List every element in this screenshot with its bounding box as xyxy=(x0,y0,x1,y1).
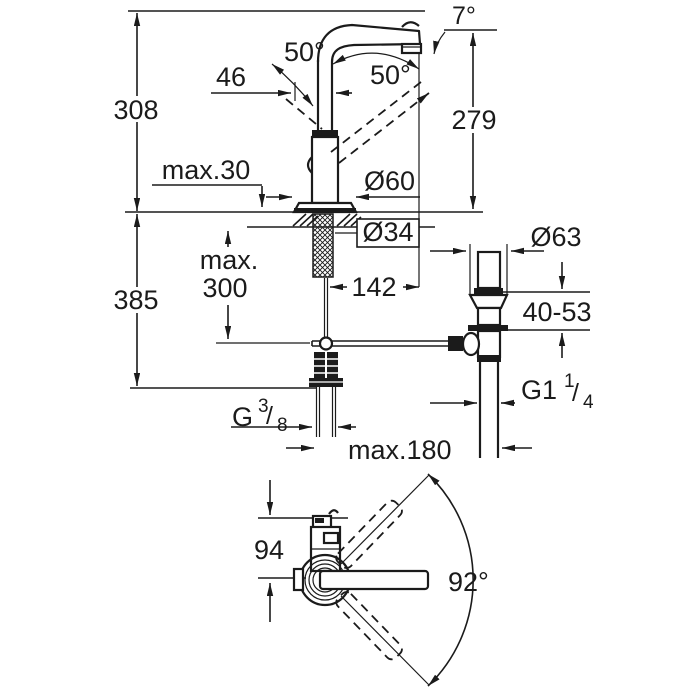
lever-angle-right-label: 50° xyxy=(370,60,411,90)
spout-stub-detail xyxy=(328,509,339,515)
deck-thickness-label: max.30 xyxy=(162,155,251,185)
front-view: 308 385 max.30 max. 300 xyxy=(108,2,594,465)
aerator xyxy=(400,42,423,55)
lever-angle-left-label: 50° xyxy=(284,37,325,67)
top-view: 94 92° xyxy=(254,473,489,687)
threaded-shank xyxy=(312,213,334,278)
body-cap xyxy=(312,130,338,137)
dimension-deck-thickness: max.30 xyxy=(152,155,266,207)
supply-hose-connectors xyxy=(309,352,343,437)
dimension-drain-thread: G1 1 / 4 xyxy=(430,371,594,413)
angle-arc-right xyxy=(332,52,420,70)
dim-text-mask xyxy=(347,275,403,299)
dim-text-mask xyxy=(449,107,501,133)
dimension-spout-reach: 142 xyxy=(330,272,419,302)
drain-thread-slash: / xyxy=(572,379,579,407)
supply-thread-numerator: 3 xyxy=(258,396,269,417)
depth-to-handle-label: 94 xyxy=(254,535,284,565)
below-deck-depth-label: 385 xyxy=(113,285,158,315)
lever-annotations: 50° 50° 46 xyxy=(211,37,430,164)
spout xyxy=(316,23,422,63)
drain-ball-housing xyxy=(461,331,481,357)
drain-thread-denominator: 4 xyxy=(583,392,594,413)
swivel-angle-label: 92° xyxy=(448,567,489,597)
swivel-arc xyxy=(427,473,474,687)
supply-thread-denominator: 8 xyxy=(277,415,288,436)
dimension-hose-drain-distance: max.180 xyxy=(286,435,532,465)
dimension-drain-flange: Ø63 xyxy=(430,222,582,294)
pull-rod-vertical xyxy=(323,278,329,338)
neck xyxy=(316,60,334,130)
dimension-depth-to-handle: 94 xyxy=(254,480,348,622)
lever-tilted-left xyxy=(285,98,323,130)
spout-tip-cap xyxy=(401,21,420,28)
handle-lever xyxy=(318,569,430,591)
rod-coupling-block xyxy=(448,336,463,351)
drain-stem xyxy=(476,250,502,290)
spout-height-label: 279 xyxy=(451,105,496,135)
dimension-rod-length: max. 300 xyxy=(200,231,310,344)
rod-ball-joint xyxy=(318,336,334,351)
drain-flange-label: Ø63 xyxy=(530,222,581,252)
dimension-supply-thread: G 3 / 8 xyxy=(231,396,356,436)
hose-drain-distance-label: max.180 xyxy=(348,435,452,465)
handle-position-lower xyxy=(335,591,403,661)
total-height-label: 308 xyxy=(113,95,158,125)
handle-hub-tab xyxy=(292,567,305,592)
drain-deck-range-label: 40-53 xyxy=(522,297,591,327)
dimension-total-height: 308 xyxy=(108,10,425,211)
supply-hoses xyxy=(315,387,337,437)
angle-arc-left xyxy=(271,63,314,107)
supply-thread-label: G xyxy=(232,402,253,432)
body-diameter-label: Ø60 xyxy=(364,166,415,196)
lever-tilted-right xyxy=(330,81,422,153)
faucet-plan xyxy=(292,499,430,661)
drain-flange xyxy=(468,293,509,310)
lever-tilted-right-2 xyxy=(338,92,430,164)
body xyxy=(310,135,340,205)
spout-reach-label: 142 xyxy=(351,272,396,302)
drain-tailpipe xyxy=(478,362,500,458)
drain-assembly xyxy=(448,250,509,458)
counter-deck xyxy=(125,211,483,228)
body-side-detail xyxy=(306,156,313,174)
dimension-spout-height: 279 xyxy=(449,33,501,209)
dimension-below-deck-depth: 385 xyxy=(108,214,316,389)
hole-diameter-label: Ø34 xyxy=(362,217,413,247)
faucet-front xyxy=(292,21,423,287)
rod-length-label-2: 300 xyxy=(202,273,247,303)
lever-travel-label: 46 xyxy=(216,62,246,92)
dimension-swivel-angle: 92° xyxy=(340,473,489,687)
under-deck-assembly xyxy=(309,213,449,437)
handle-position-upper xyxy=(335,499,403,569)
supply-thread-slash: / xyxy=(266,402,273,430)
dimension-hole-diameter: Ø34 xyxy=(335,217,420,248)
dimension-body-diameter: Ø60 xyxy=(266,166,420,201)
rod-length-label-1: max. xyxy=(200,245,259,275)
drain-thread-numerator: 1 xyxy=(564,371,575,392)
drain-thread-label: G1 xyxy=(521,375,557,405)
dim-text-mask xyxy=(108,287,164,313)
hole-diameter-box xyxy=(356,218,420,248)
dimension-drain-deck-range: 40-53 xyxy=(503,262,592,358)
drain-washer xyxy=(468,325,508,331)
pop-up-rod-horizontal xyxy=(311,340,449,347)
spout-angle-label: 7° xyxy=(452,2,476,30)
dim-text-mask xyxy=(108,96,164,122)
dimension-spout-angle: 7° xyxy=(433,2,497,55)
